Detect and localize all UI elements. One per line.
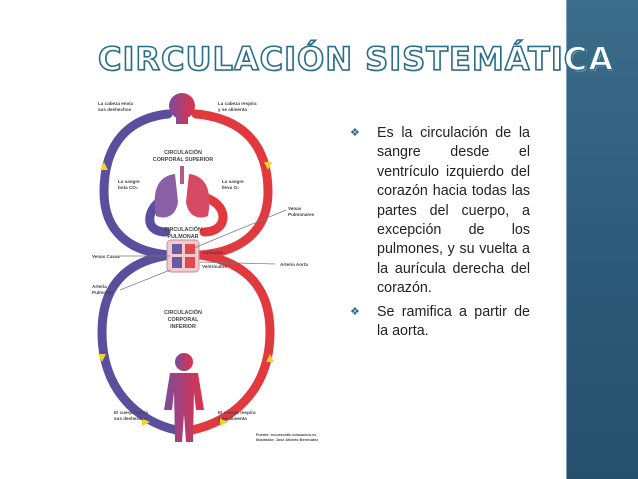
head-illustration — [169, 93, 195, 124]
bullet-item-branching: ❖ Se ramifica a partir de la aorta. — [350, 303, 530, 342]
slide-title: CIRCULACIÓN SISTEMÁTICA — [97, 39, 614, 79]
side-decoration-bar — [567, 0, 638, 479]
sidebar-divider — [566, 0, 567, 479]
lungs-illustration — [154, 166, 210, 218]
ring-bullet-icon: ❖ — [350, 127, 360, 139]
body-illustration — [164, 353, 204, 442]
bullet-text: Se ramifica a partir de la aorta. — [377, 303, 530, 340]
label-vena-cava: Venas Cavas — [92, 254, 121, 259]
heart-illustration — [166, 239, 200, 273]
callout-lines — [119, 209, 287, 291]
ring-bullet-icon: ❖ — [350, 305, 360, 318]
label-aorta: Arteria Aorta — [280, 262, 308, 267]
flow-arrows — [98, 162, 274, 426]
label-atria: Aurículas — [202, 250, 223, 255]
bullet-text: Es la circulación de la sangre desde el … — [377, 125, 530, 297]
bullet-item-definition: ❖ Es la circulación de la sangre desde e… — [350, 124, 530, 299]
bullet-list: ❖ Es la circulación de la sangre desde e… — [350, 124, 530, 345]
label-ventricles: Ventrículos — [202, 264, 227, 269]
